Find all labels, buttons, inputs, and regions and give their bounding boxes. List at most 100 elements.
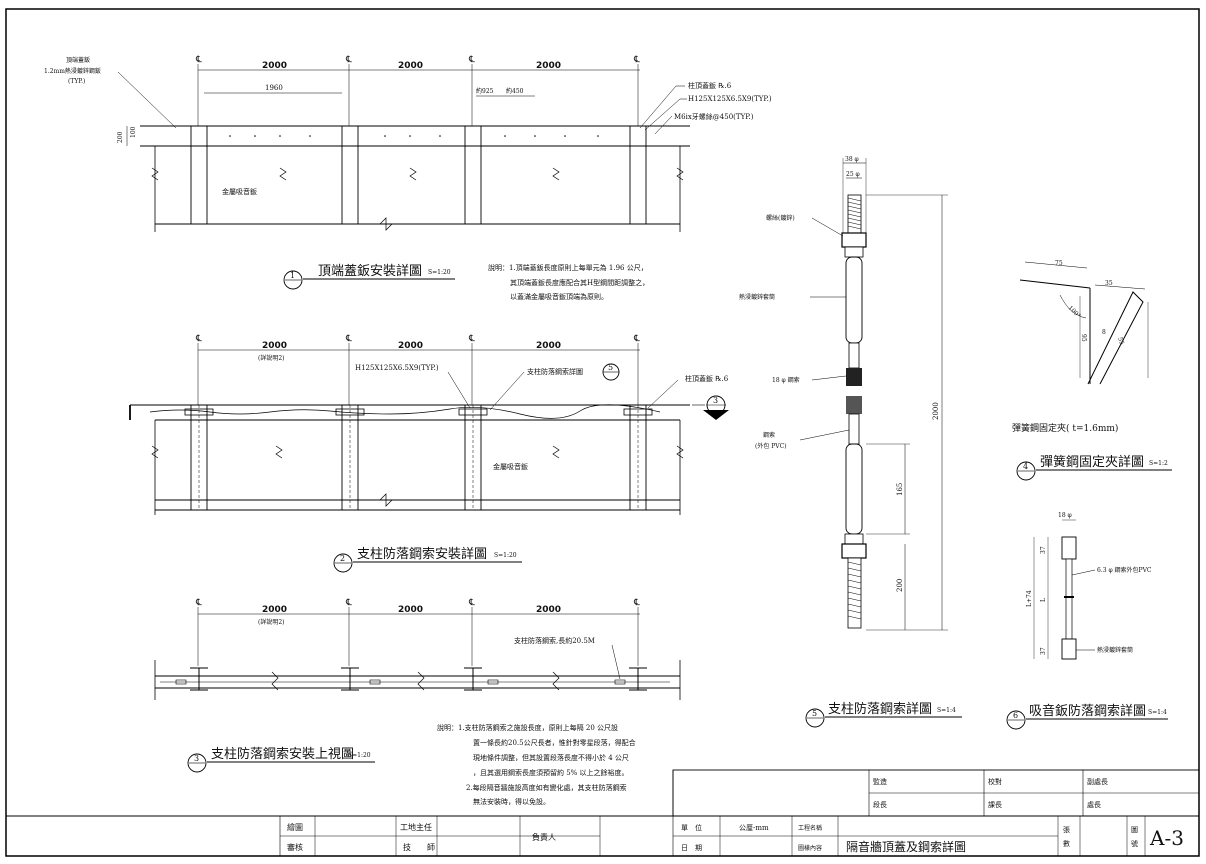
label-unit: 單 位 bbox=[681, 823, 702, 832]
view-2-cable-elevation: ℄ ℄ ℄ ℄ 2000 2000 2000 (詳說明2) bbox=[129, 334, 729, 573]
svg-text:說明：1.頂端蓋鈑長度原則上每單元為 1.96 公尺，: 說明：1.頂端蓋鈑長度原則上每單元為 1.96 公尺， bbox=[488, 263, 648, 272]
approval-director: 處長 bbox=[1087, 800, 1101, 809]
view-title: 彈簧鋼固定夾詳圖 bbox=[1040, 454, 1144, 470]
label-pvc-cable: 6.3 φ 鋼索外包PVC bbox=[1097, 566, 1152, 574]
dim-2000: 2000 bbox=[262, 605, 287, 615]
label-panel: 金屬吸音鈑 bbox=[493, 462, 528, 471]
centerline-mark: ℄ bbox=[633, 598, 640, 608]
view-scale: S=1:20 bbox=[348, 752, 371, 759]
svg-text:以蓋滿金屬吸音鈑頂端為原則。: 以蓋滿金屬吸音鈑頂端為原則。 bbox=[510, 292, 608, 301]
svg-text:說明：1.支柱防落鋼索之施設長度，原則上每隔 20 公尺設: 說明：1.支柱防落鋼索之施設長度，原則上每隔 20 公尺設 bbox=[437, 723, 618, 732]
label-cable-detail: 支柱防落鋼索詳圖 bbox=[527, 367, 583, 376]
label-top-cap-material: 1.2mm熱浸鍍鋅鋼鈑 bbox=[44, 67, 101, 75]
view-title: 支柱防落鋼索安裝詳圖 bbox=[357, 546, 487, 562]
label-h-beam: H125X125X6.5X9(TYP.) bbox=[355, 364, 439, 372]
label-panel: 金屬吸音鈑 bbox=[222, 187, 257, 196]
label-typ: (TYP.) bbox=[68, 78, 85, 85]
label-sheet-no: 圖 bbox=[1131, 826, 1138, 834]
label-post-plate: 柱頂蓋鈑 ℞.6 bbox=[688, 81, 732, 90]
label-technician: 技 師 bbox=[403, 842, 435, 852]
see-note-2: (詳說明2) bbox=[258, 618, 285, 626]
label-post-plate: 柱頂蓋鈑 ℞.6 bbox=[685, 374, 729, 383]
centerline-mark: ℄ bbox=[468, 55, 475, 65]
clip-dim-95: 95 bbox=[1080, 334, 1087, 342]
dim-L74: L+74 bbox=[1026, 590, 1033, 607]
label-cable-18: 18 φ 鋼索 bbox=[772, 376, 800, 384]
view-5-title: 5 支柱防落鋼索詳圖 S=1:4 bbox=[805, 701, 962, 728]
dim-2000: 2000 bbox=[398, 341, 423, 351]
label-drawn-by: 繪圖 bbox=[287, 822, 303, 832]
dim-18: 18 φ bbox=[1058, 512, 1072, 519]
dim-200: 200 bbox=[117, 131, 124, 143]
svg-text:，且其選用鋼索長度須預留約 5% 以上之餘裕度。: ，且其選用鋼索長度須預留約 5% 以上之餘裕度。 bbox=[473, 768, 629, 777]
label-responsible: 負責人 bbox=[532, 832, 556, 842]
label-date: 日 期 bbox=[681, 844, 702, 852]
approval-supervision: 監造 bbox=[873, 777, 887, 786]
label-sheet-no-2: 號 bbox=[1131, 839, 1138, 848]
label-cable-pvc: 鋼索 bbox=[763, 431, 775, 439]
svg-text:其頂端蓋鈑長度應配合其H型鋼間距調整之，: 其頂端蓋鈑長度應配合其H型鋼間距調整之， bbox=[510, 278, 649, 287]
clip-dim-75: 75 bbox=[1055, 260, 1063, 267]
clip-dim-35: 35 bbox=[1105, 280, 1113, 287]
svg-text:2.每段隔音牆施設高度如有變化處，其支柱防落鋼索: 2.每段隔音牆施設高度如有變化處，其支柱防落鋼索 bbox=[466, 783, 627, 792]
dim-2000: 2000 bbox=[398, 61, 423, 71]
centerline-mark: ℄ bbox=[633, 55, 640, 65]
centerline-mark: ℄ bbox=[345, 598, 352, 608]
label-reviewed-by: 審核 bbox=[287, 842, 303, 852]
title-block: 監造 校對 副處長 段長 課長 處長 繪圖 審核 工地主任 技 師 負責人 bbox=[6, 769, 1200, 856]
label-sheets-2: 數 bbox=[1063, 839, 1070, 848]
view-number: 3 bbox=[194, 754, 199, 763]
centerline-mark: ℄ bbox=[633, 334, 640, 344]
label-h-beam: H125X125X6.5X9(TYP.) bbox=[688, 95, 772, 103]
dim-165: 165 bbox=[896, 483, 904, 496]
dim-L: L bbox=[1040, 598, 1047, 602]
view-title: 支柱防落鋼索詳圖 bbox=[828, 701, 932, 717]
section-marker-3: 3 bbox=[692, 395, 729, 420]
view-number: 5 bbox=[812, 709, 817, 718]
view-number: 6 bbox=[1013, 711, 1018, 720]
view-scale: S=1:4 bbox=[937, 707, 956, 714]
centerline-mark: ℄ bbox=[345, 55, 352, 65]
label-turnbuckle: 螺絲(鍍鋅) bbox=[766, 214, 795, 222]
view-scale: S=1:20 bbox=[494, 552, 517, 559]
approval-section-chief: 段長 bbox=[873, 800, 887, 809]
view-3-title: 3 支柱防落鋼索安裝上視圖 S=1:20 bbox=[187, 746, 375, 773]
approval-deputy-director: 副處長 bbox=[1087, 777, 1108, 786]
view-scale: S=1:2 bbox=[1149, 460, 1168, 467]
see-note-2: (詳說明2) bbox=[258, 354, 285, 362]
dim-37: 37 bbox=[1040, 546, 1047, 554]
label-sleeve: 熱浸鍍鋅套筒 bbox=[1097, 646, 1133, 654]
view-6-panel-cable: 18 φ 37 37 L L+74 6.3 φ 鋼索外包PVC 熱浸鍍鋅套筒 6… bbox=[1006, 512, 1168, 730]
clip-subtitle: 彈簧鋼固定夾( t=1.6mm) bbox=[1012, 422, 1118, 434]
dim-450: 約450 bbox=[506, 87, 524, 95]
dim-2000: 2000 bbox=[536, 605, 561, 615]
label-drawing-content: 圖樣內容 bbox=[798, 844, 822, 852]
sheet-border bbox=[5, 8, 1200, 857]
dim-2000-len: 2000 bbox=[932, 402, 940, 420]
view-scale: S=1:4 bbox=[1148, 709, 1167, 716]
label-sheets: 張 bbox=[1063, 826, 1070, 834]
view-2-title: 2 支柱防落鋼索安裝詳圖 S=1:20 bbox=[333, 546, 522, 573]
clip-dim-55: 55 bbox=[1116, 336, 1125, 346]
unit-value: 公厘-mm bbox=[739, 824, 769, 832]
label-cable-pvc-2: (外包 PVC) bbox=[755, 442, 787, 450]
dim-100: 100 bbox=[130, 126, 137, 138]
dim-2000: 2000 bbox=[398, 605, 423, 615]
centerline-mark: ℄ bbox=[468, 334, 475, 344]
centerline-mark: ℄ bbox=[195, 598, 202, 608]
dim-38: 38 φ bbox=[845, 156, 859, 163]
svg-text:現地條件調整，但其設置段落長度不得小於 4 公尺: 現地條件調整，但其設置段落長度不得小於 4 公尺 bbox=[473, 753, 629, 762]
view-1-top-cap-elevation: ℄ ℄ ℄ ℄ 2000 2000 2000 1960 約925 約450 bbox=[44, 55, 772, 301]
label-top-cap: 頂端蓋鈑 bbox=[66, 56, 90, 64]
notes-2: 說明：1.支柱防落鋼索之施設長度，原則上每隔 20 公尺設 置一條長約20.5公… bbox=[437, 723, 636, 806]
label-project-name: 工程名稱 bbox=[798, 824, 822, 832]
dim-925: 約925 bbox=[476, 87, 494, 95]
dim-2000: 2000 bbox=[536, 61, 561, 71]
view-4-spring-clip: 75 35 100° 95 55 8 彈簧鋼固定夾( t=1.6mm) 4 彈簧… bbox=[1012, 260, 1172, 481]
centerline-mark: ℄ bbox=[468, 598, 475, 608]
dim-2000: 2000 bbox=[536, 341, 561, 351]
view-scale: S=1:20 bbox=[428, 269, 451, 276]
clip-dim-8: 8 bbox=[1102, 329, 1106, 336]
drawing-content-title: 隔音牆頂蓋及鋼索詳圖 bbox=[846, 839, 966, 854]
